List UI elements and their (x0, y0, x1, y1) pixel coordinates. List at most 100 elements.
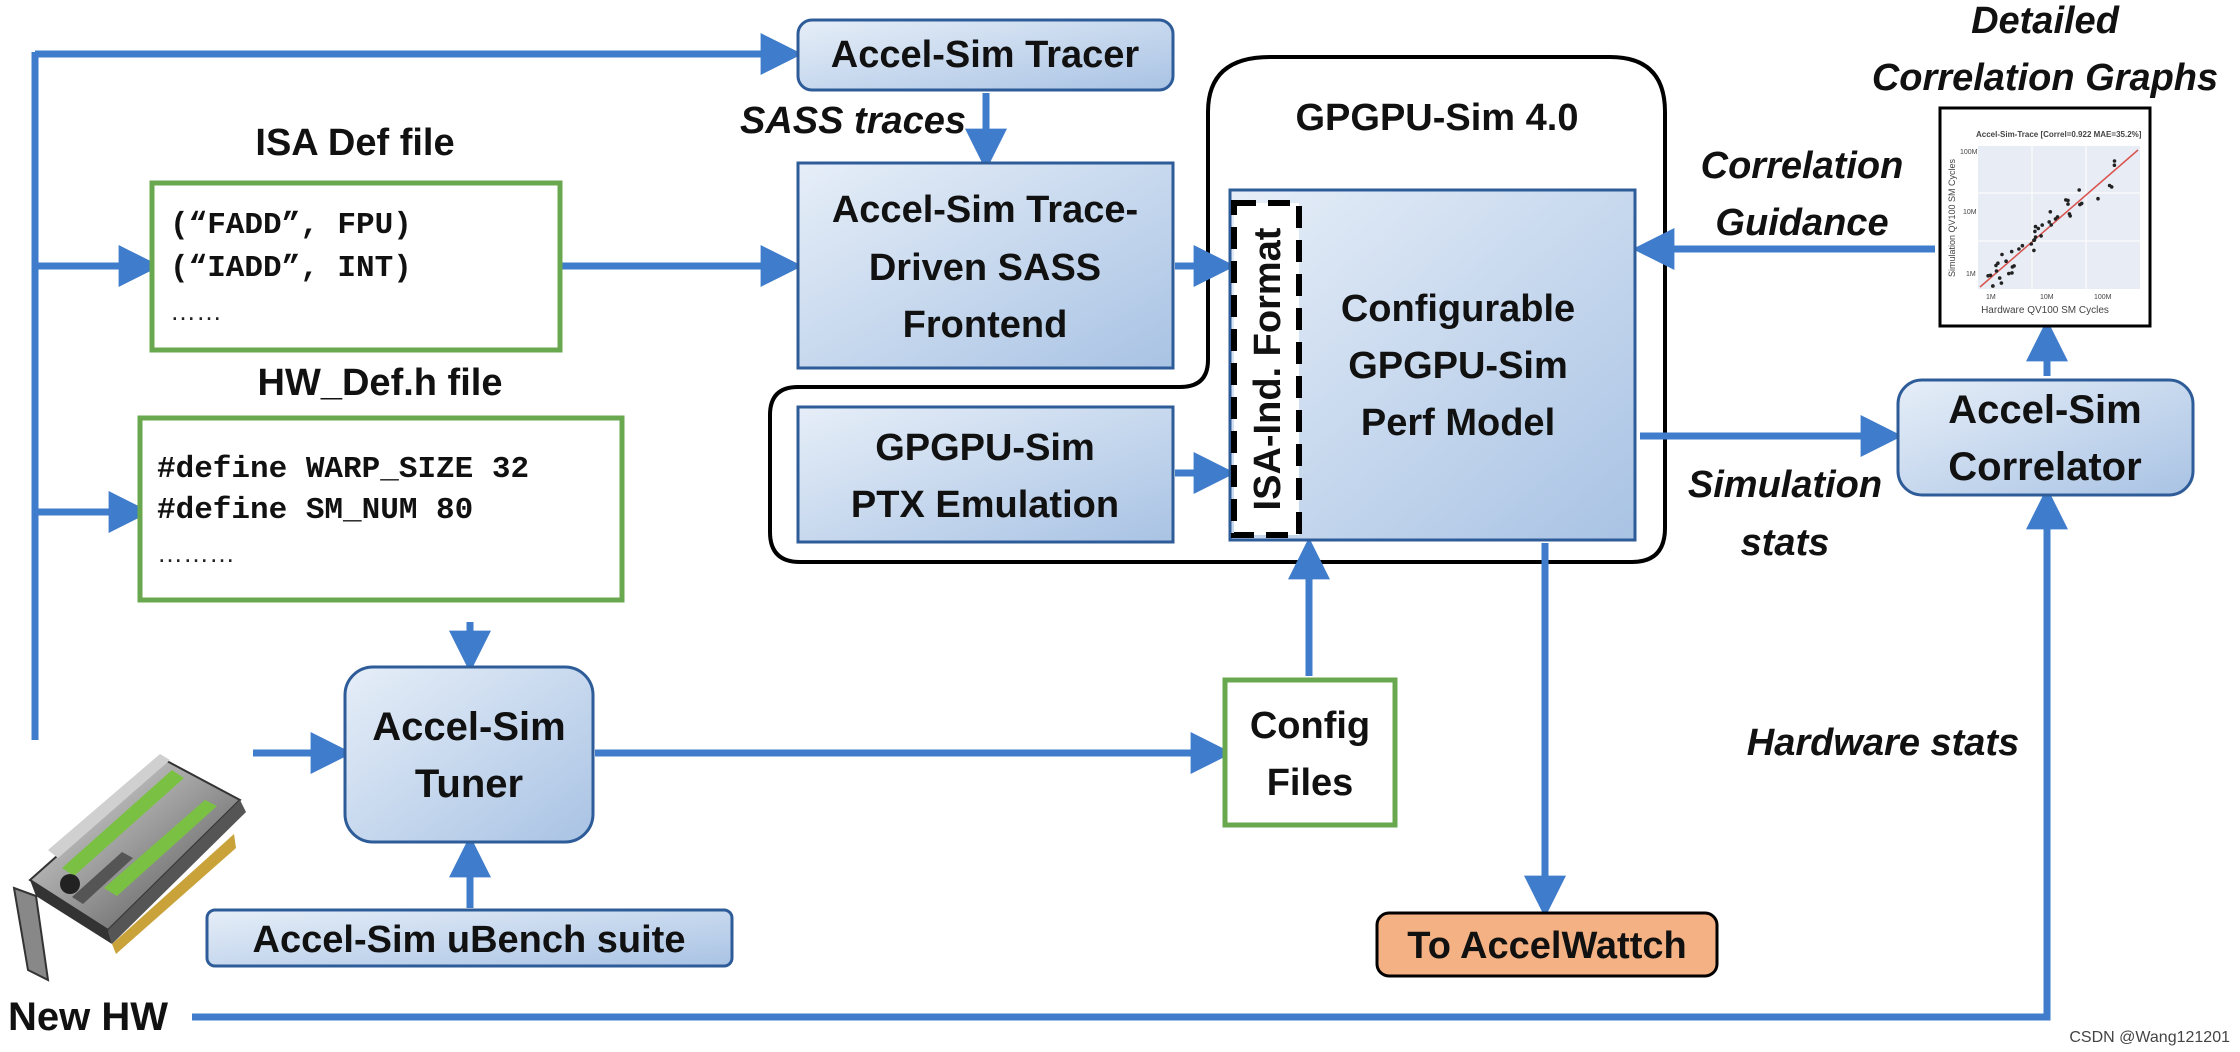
mini-plot-point (2010, 265, 2015, 269)
mini-plot-point (2112, 163, 2117, 167)
correlation-guidance-line-1: Correlation (1701, 145, 1904, 187)
mini-plot-point (2020, 243, 2025, 248)
gpu-card-icon (12, 754, 246, 982)
sass-frontend-box: Accel-Sim Trace- Driven SASS Frontend (796, 161, 1175, 370)
mini-plot-point (2033, 229, 2037, 234)
mini-plot-point (2047, 220, 2051, 224)
hw-def-title: HW_Def.h file (258, 362, 503, 404)
mini-plot-point (2066, 202, 2070, 206)
sass-frontend-line-3: Frontend (903, 304, 1068, 346)
detailed-graphs-line-2: Correlation Graphs (1872, 57, 2218, 99)
correlator-line-2: Correlator (1948, 445, 2141, 489)
mini-plot-points (1986, 159, 2117, 288)
mini-plot-point (2077, 188, 2081, 192)
mini-plot-xtick-1: 1M (1986, 294, 1996, 301)
isa-def-file-box: (“FADD”, FPU) (“IADD”, INT) …… (149, 180, 563, 353)
mini-plot-point (1986, 274, 1990, 278)
ptx-emulation-line-2: PTX Emulation (851, 484, 1119, 526)
mini-plot-point (2049, 223, 2053, 227)
mini-plot-point (2029, 242, 2034, 246)
mini-plot-point (2009, 249, 2014, 254)
config-files-line-2: Files (1267, 762, 1354, 804)
accel-sim-correlator-box: Accel-Sim Correlator (1896, 378, 2195, 497)
accelwattch-label: To AccelWattch (1407, 925, 1686, 967)
gpgpusim-container (768, 55, 1667, 564)
mini-plot-ytick-2: 10M (1963, 209, 1977, 216)
ubench-suite-label: Accel-Sim uBench suite (253, 919, 686, 961)
ubench-suite-box: Accel-Sim uBench suite (205, 908, 734, 968)
accelwattch-box: To AccelWattch (1375, 911, 1719, 978)
new-hw-label: New HW (8, 995, 168, 1039)
mini-plot-xtick-2: 10M (2040, 294, 2054, 301)
mini-plot-xlabel: Hardware QV100 SM Cycles (1981, 305, 2109, 316)
tuner-line-2: Tuner (415, 762, 523, 806)
mini-plot-point (2068, 214, 2072, 218)
mini-plot-point (2112, 159, 2117, 163)
simulation-stats-line-1: Simulation (1688, 464, 1882, 506)
perf-model-line-1: Configurable (1341, 288, 1575, 330)
mini-plot-diagonal (1979, 149, 2139, 288)
mini-plot-point (1997, 276, 2002, 280)
hw-def-line-1: #define WARP_SIZE 32 (157, 452, 529, 487)
mini-plot-point (2010, 271, 2014, 275)
mini-plot-ytick-1: 1M (1966, 271, 1976, 278)
isa-format-label: ISA-Ind. Format (1247, 227, 1289, 510)
hw-def-line-2: #define SM_NUM 80 (157, 493, 473, 528)
mini-plot-point (2032, 248, 2036, 253)
mini-plot-point (2007, 271, 2011, 276)
perf-model-line-2: GPGPU-Sim (1348, 345, 1568, 387)
sass-traces-label: SASS traces (740, 100, 966, 142)
mini-plot-point (1996, 261, 2000, 266)
accel-sim-tracer-box: Accel-Sim Tracer (796, 18, 1175, 92)
mini-plot-point (1999, 281, 2004, 285)
hw-def-file-box: #define WARP_SIZE 32 #define SM_NUM 80 …… (137, 415, 625, 603)
mini-plot-ylabel: Simulation QV100 SM Cycles (1947, 158, 1957, 277)
ptx-emulation-box: GPGPU-Sim PTX Emulation (796, 405, 1175, 544)
isa-def-line-2: (“IADD”, INT) (170, 251, 412, 286)
sass-frontend-line-2: Driven SASS (869, 247, 1101, 289)
hardware-stats-label: Hardware stats (1747, 722, 2019, 764)
gpgpusim-title: GPGPU-Sim 4.0 (1296, 97, 1579, 139)
mini-plot-point (2107, 183, 2112, 188)
mini-plot-xtick-3: 100M (2094, 294, 2112, 301)
watermark: CSDN @Wang121201 (2069, 1029, 2230, 1046)
mini-plot-point (2000, 252, 2004, 257)
accel-sim-tracer-label: Accel-Sim Tracer (831, 34, 1140, 76)
mini-plot-title: Accel-Sim-Trace [Correl=0.922 MAE=35.2%] (1976, 130, 2142, 139)
accel-sim-tuner-box: Accel-Sim Tuner (343, 665, 595, 844)
isa-format-strip: ISA-Ind. Format (1231, 200, 1302, 538)
mini-plot-point (2096, 196, 2100, 201)
isa-def-line-1: (“FADD”, FPU) (170, 208, 412, 243)
mini-plot-point (1994, 269, 1999, 273)
correlator-line-1: Accel-Sim (1948, 388, 2141, 432)
mini-plot-point (2055, 215, 2060, 219)
mini-plot-point (2078, 202, 2082, 207)
tuner-line-1: Accel-Sim (372, 705, 565, 749)
mini-plot-point (2040, 223, 2044, 227)
config-files-line-1: Config (1250, 705, 1370, 747)
hw-def-line-3: ……… (157, 538, 235, 568)
mini-plot-point (2004, 259, 2008, 264)
mini-plot-point (1991, 284, 1995, 288)
ptx-emulation-line-1: GPGPU-Sim (875, 427, 1095, 469)
correlation-guidance-line-2: Guidance (1715, 202, 1888, 244)
mini-plot-point (2039, 234, 2043, 238)
sass-frontend-line-1: Accel-Sim Trace- (832, 189, 1138, 231)
mini-plot-point (2032, 238, 2036, 242)
mini-plot-point (2033, 235, 2038, 239)
isa-def-line-3: …… (170, 296, 222, 326)
mini-plot-point (2017, 247, 2021, 251)
config-files-box: Config Files (1222, 677, 1398, 828)
mini-plot-point (2048, 210, 2053, 214)
simulation-stats-line-2: stats (1741, 522, 1830, 564)
connectors (31, 33, 2068, 1021)
mini-plot-point (2066, 198, 2070, 203)
mini-plot-point (2033, 224, 2038, 229)
perf-model-line-3: Perf Model (1361, 402, 1555, 444)
correlation-graph-thumbnail: Accel-Sim-Trace [Correl=0.922 MAE=35.2%]… (1938, 106, 2152, 328)
mini-plot-ytick-3: 100M (1960, 149, 1978, 156)
mini-plot-point (2036, 226, 2041, 231)
detailed-graphs-line-1: Detailed (1971, 0, 2120, 42)
isa-def-title: ISA Def file (255, 122, 454, 164)
